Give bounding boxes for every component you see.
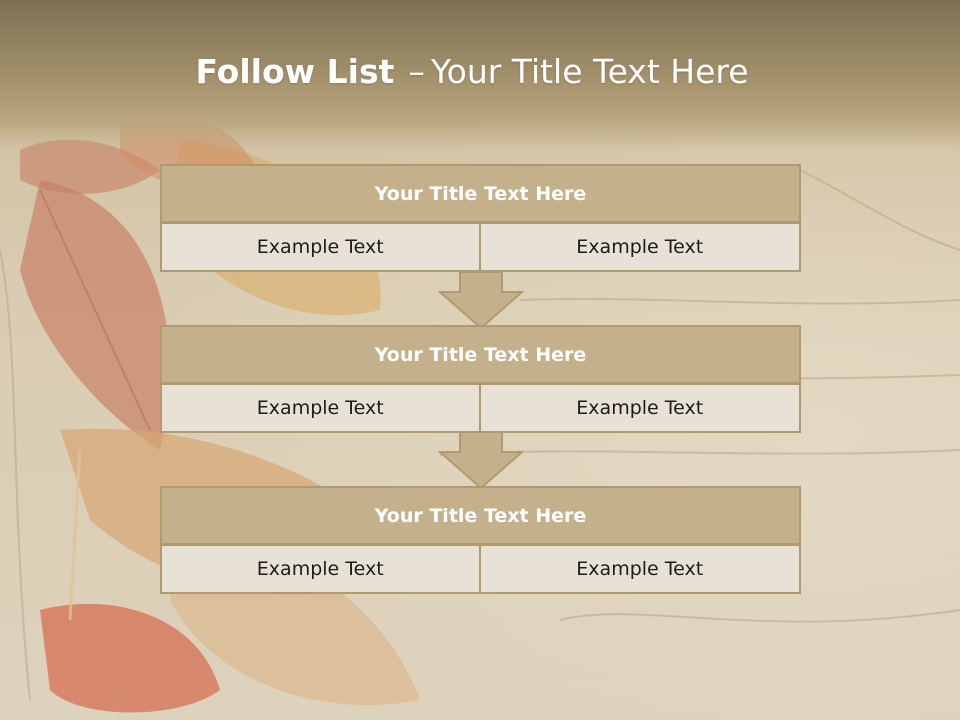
block-title: Your Title Text Here <box>160 325 801 384</box>
down-arrow-icon <box>438 272 524 330</box>
block-row: Example Text Example Text <box>160 544 801 594</box>
header-band <box>0 0 960 150</box>
block-row: Example Text Example Text <box>160 383 801 433</box>
slide-title: Follow List–Your Title Text Here <box>0 52 944 91</box>
block-cell-left: Example Text <box>160 383 481 433</box>
block-cell-left: Example Text <box>160 544 481 594</box>
down-arrow-icon <box>438 432 524 490</box>
list-block: Your Title Text Here Example Text Exampl… <box>160 325 801 433</box>
list-block: Your Title Text Here Example Text Exampl… <box>160 164 801 272</box>
block-cell-right: Example Text <box>478 544 801 594</box>
list-block: Your Title Text Here Example Text Exampl… <box>160 486 801 594</box>
slide-title-bold: Follow List <box>195 52 395 91</box>
block-title: Your Title Text Here <box>160 486 801 545</box>
slide-title-rest: Your Title Text Here <box>430 52 749 91</box>
block-cell-right: Example Text <box>478 383 801 433</box>
block-row: Example Text Example Text <box>160 222 801 272</box>
block-cell-right: Example Text <box>478 222 801 272</box>
slide-title-separator: – <box>408 52 425 91</box>
block-cell-left: Example Text <box>160 222 481 272</box>
block-title: Your Title Text Here <box>160 164 801 223</box>
